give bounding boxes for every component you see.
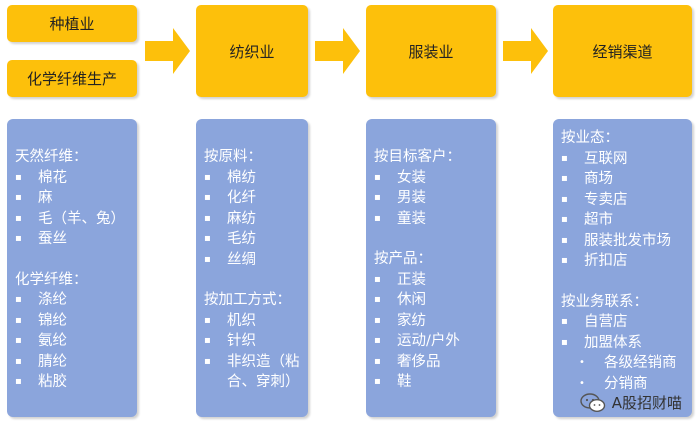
list-item: 正装	[374, 270, 496, 291]
planting-box: 种植业	[7, 5, 137, 42]
textile-label: 纺织业	[229, 42, 275, 61]
list-item: 腈纶	[15, 352, 137, 373]
list-item: 针织	[204, 331, 308, 352]
format-list: 互联网 商场 专卖店 超市 服装批发市场 折扣店	[561, 149, 692, 272]
list-item: 蚕丝	[15, 229, 137, 250]
apparel-box: 服装业	[366, 5, 496, 97]
arrow-2-icon	[315, 28, 360, 74]
channel-label: 经销渠道	[592, 42, 653, 61]
list-item: 折扣店	[561, 251, 692, 272]
list-item: 氨纶	[15, 331, 137, 352]
product-title: 按产品：	[374, 251, 432, 267]
list-item: 奢侈品	[374, 352, 496, 373]
list-item: 休闲	[374, 290, 496, 311]
wechat-icon	[580, 392, 605, 412]
list-item: 加盟体系	[561, 333, 692, 354]
list-item: 麻纺	[204, 209, 308, 230]
watermark: A股招财喵	[580, 392, 682, 413]
list-item: 丝绸	[204, 250, 308, 271]
list-item: 各级经销商	[561, 353, 692, 374]
chemical-fiber-production-label: 化学纤维生产	[26, 70, 117, 88]
apparel-label: 服装业	[408, 42, 454, 61]
planting-label: 种植业	[49, 15, 95, 33]
list-item: 分销商	[561, 374, 692, 395]
panel-textile: 按原料： 棉纺 化纤 麻纺 毛纺 丝绸 按加工方式： 机织 针织 非织造（粘合、…	[196, 119, 308, 417]
process-title: 按加工方式：	[204, 292, 291, 308]
list-item: 棉纺	[204, 168, 308, 189]
process-list: 机织 针织 非织造（粘合、穿刺）	[204, 311, 308, 393]
material-title: 按原料：	[204, 149, 262, 165]
list-item: 商场	[561, 169, 692, 190]
material-list: 棉纺 化纤 麻纺 毛纺 丝绸	[204, 168, 308, 271]
chemical-fiber-list: 涤纶 锦纶 氨纶 腈纶 粘胶	[15, 290, 137, 393]
list-item: 棉花	[15, 168, 137, 189]
customer-title: 按目标客户：	[374, 149, 461, 165]
arrow-1-icon	[145, 28, 190, 74]
list-item: 互联网	[561, 149, 692, 170]
list-item: 锦纶	[15, 311, 137, 332]
panel-apparel: 按目标客户： 女装 男装 童装 按产品： 正装 休闲 家纺 运动/户外 奢侈品 …	[366, 119, 496, 417]
list-item: 童装	[374, 209, 496, 230]
sub-list: 各级经销商 分销商	[561, 353, 692, 394]
list-item: 毛纺	[204, 229, 308, 250]
chemical-fiber-production-box: 化学纤维生产	[7, 60, 137, 97]
product-list: 正装 休闲 家纺 运动/户外 奢侈品 鞋	[374, 270, 496, 393]
list-item: 麻	[15, 188, 137, 209]
textile-box: 纺织业	[196, 5, 308, 97]
list-item: 专卖店	[561, 190, 692, 211]
list-item: 男装	[374, 188, 496, 209]
list-item: 毛（羊、兔）	[15, 209, 137, 230]
customer-list: 女装 男装 童装	[374, 168, 496, 230]
panel-channels: 按业态： 互联网 商场 专卖店 超市 服装批发市场 折扣店 按业务联系： 自营店…	[553, 119, 692, 417]
panel-raw-materials: 天然纤维： 棉花 麻 毛（羊、兔） 蚕丝 化学纤维： 涤纶 锦纶 氨纶 腈纶 粘…	[7, 119, 137, 417]
relation-title: 按业务联系：	[561, 293, 648, 310]
natural-fiber-title: 天然纤维：	[15, 149, 88, 165]
format-title: 按业态：	[561, 130, 619, 146]
list-item: 非织造（粘合、穿刺）	[204, 352, 308, 393]
list-item: 鞋	[374, 372, 496, 393]
watermark-text: A股招财喵	[611, 394, 682, 412]
list-item: 女装	[374, 168, 496, 189]
relation-list: 自营店 加盟体系	[561, 312, 692, 353]
list-item: 粘胶	[15, 372, 137, 393]
list-item: 自营店	[561, 312, 692, 333]
arrow-3-icon	[503, 28, 548, 74]
list-item: 超市	[561, 210, 692, 231]
list-item: 运动/户外	[374, 331, 496, 352]
list-item: 涤纶	[15, 290, 137, 311]
list-item: 家纺	[374, 311, 496, 332]
list-item: 机织	[204, 311, 308, 332]
channel-box: 经销渠道	[553, 5, 692, 97]
list-item: 服装批发市场	[561, 231, 692, 252]
natural-fiber-list: 棉花 麻 毛（羊、兔） 蚕丝	[15, 168, 137, 250]
chemical-fiber-title: 化学纤维：	[15, 271, 88, 288]
list-item: 化纤	[204, 188, 308, 209]
